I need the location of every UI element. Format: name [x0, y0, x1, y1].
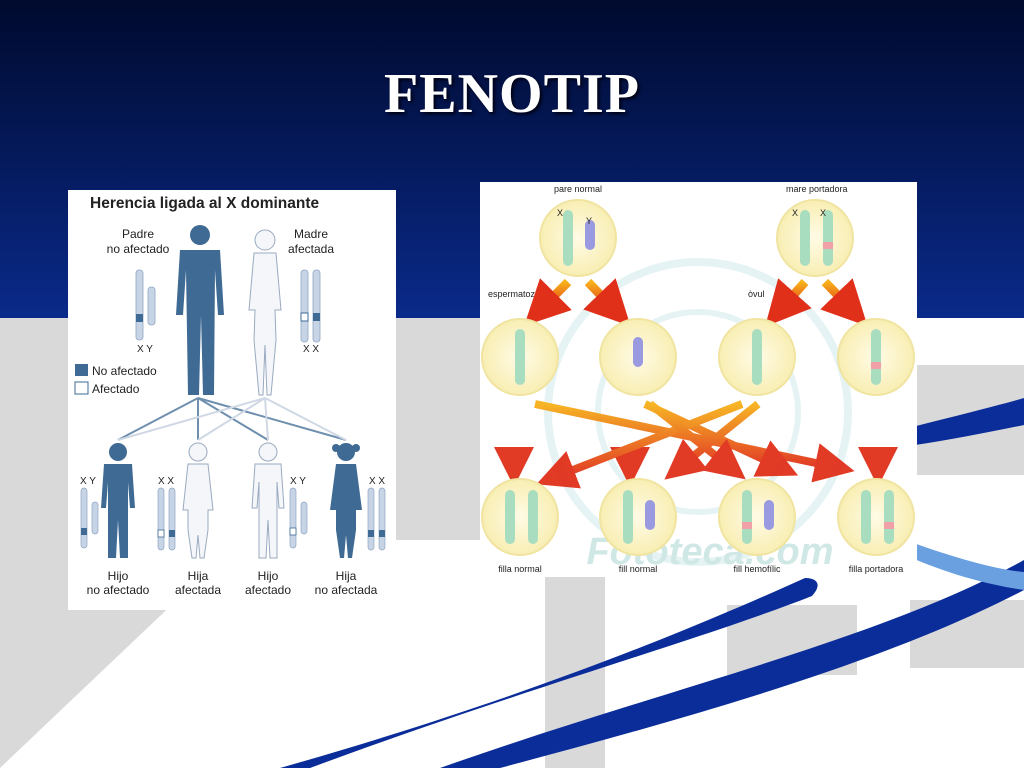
- child-1-status: no afectado: [87, 583, 150, 597]
- mother-figure: [248, 229, 282, 396]
- meiosis-arrows: [524, 278, 868, 327]
- father-chromosome-label: X Y: [137, 344, 153, 355]
- child-2-status: afectada: [175, 583, 221, 597]
- legend-unaffected-label: No afectado: [92, 364, 157, 378]
- offspring-label-1: filla normal: [498, 564, 542, 574]
- offspring-label-4: filla portadora: [849, 564, 904, 574]
- son-normal-cell: [599, 478, 677, 556]
- egg-label: òvul: [748, 289, 765, 299]
- offspring-label-3: fill hemofílic: [733, 564, 781, 574]
- child-son-affected: X Y: [251, 442, 308, 559]
- father-label: Padre: [122, 227, 154, 241]
- legend-affected-label: Afectado: [92, 382, 140, 396]
- mother-cell: X X: [776, 199, 854, 277]
- child-daughter-unaffected: X X: [330, 443, 385, 558]
- child-4-chromosome-label: X X: [369, 476, 385, 487]
- father-cell: X Y: [539, 199, 617, 277]
- mother-chromosome-label: X X: [303, 344, 319, 355]
- watermark-logo: [544, 258, 852, 566]
- inheritance-lines: [117, 397, 347, 441]
- sperm-x-cell: [481, 318, 559, 396]
- child-3-chromosome-label: X Y: [290, 476, 306, 487]
- child-3-status: afectado: [245, 583, 291, 597]
- child-1-label: Hijo: [108, 569, 129, 583]
- child-2-chromosome-label: X X: [158, 476, 174, 487]
- mother-carrier-label: mare portadora: [786, 184, 848, 194]
- x-linked-inheritance-diagram: Herencia ligada al X dominante Padre no …: [68, 190, 396, 610]
- child-4-label: Hija: [336, 569, 357, 583]
- mother-label: Madre: [294, 227, 328, 241]
- father-status: no afectado: [107, 242, 170, 256]
- inheritance-heading: Herencia ligada al X dominante: [90, 195, 320, 212]
- daughter-carrier-cell: [837, 478, 915, 556]
- father-x-letter: X: [557, 208, 563, 218]
- child-4-status: no afectada: [315, 583, 378, 597]
- mother-chromosomes: [300, 269, 321, 343]
- mother-status: afectada: [288, 242, 334, 256]
- child-daughter-affected: X X: [157, 442, 214, 559]
- father-normal-label: pare normal: [554, 184, 602, 194]
- offspring-label-2: fill normal: [619, 564, 658, 574]
- slide-title: FENOTIP: [384, 63, 640, 125]
- son-hemophilic-cell: [718, 478, 796, 556]
- father-figure: [176, 225, 224, 395]
- child-2-label: Hija: [188, 569, 209, 583]
- sperm-label: espermatozou: [488, 289, 545, 299]
- legend-affected-swatch: [74, 381, 89, 395]
- child-1-chromosome-label: X Y: [80, 476, 96, 487]
- child-son-unaffected: X Y: [80, 443, 135, 558]
- legend-unaffected-swatch: [75, 364, 88, 376]
- father-chromosomes: [135, 269, 156, 341]
- egg-x-carrier-cell: [837, 318, 915, 396]
- mother-x-letter-1: X: [792, 208, 798, 218]
- egg-x-normal-cell: [718, 318, 796, 396]
- sperm-y-cell: [599, 318, 677, 396]
- father-y-letter: Y: [586, 216, 592, 226]
- hemophilia-cross-diagram: Fototeca.com pare normal mare portadora …: [480, 182, 917, 577]
- fertilization-arrows: [494, 400, 898, 489]
- child-3-label: Hijo: [258, 569, 279, 583]
- daughter-normal-cell: [481, 478, 559, 556]
- mother-x-letter-2: X: [820, 208, 826, 218]
